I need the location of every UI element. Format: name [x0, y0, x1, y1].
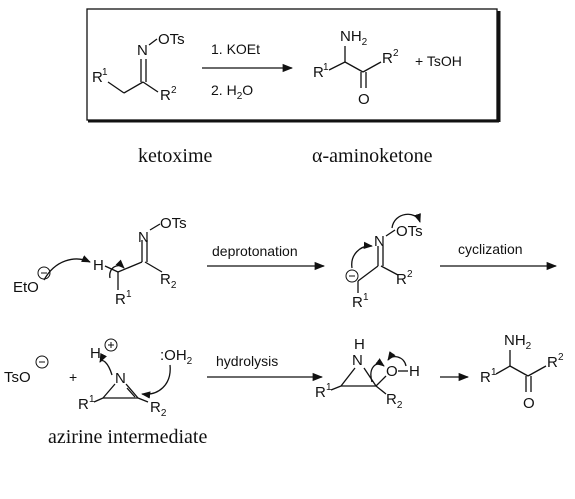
c-r1-bond	[328, 61, 346, 71]
hydroxyl-o-label: O	[386, 363, 398, 380]
step-1-label: 1. KOEt	[211, 41, 260, 57]
deprotonation-label: deprotonation	[212, 243, 298, 259]
row1-n-label: N	[138, 229, 149, 246]
anion-n-label: N	[374, 233, 385, 250]
n-o-bond	[148, 38, 158, 46]
hydroxyl-h-label: H	[409, 363, 420, 380]
anion-c-r2-bond	[380, 265, 399, 276]
step-2-label: 2. H2O	[211, 82, 253, 102]
oxime-nitrogen-label: N	[137, 42, 148, 59]
aminoketone-structure: NH2 R 1 R 2 O + TsOH	[313, 28, 462, 108]
aziridine-r2-label: R2	[386, 391, 403, 411]
byproduct-label: + TsOH	[415, 53, 462, 69]
curved-arrow-water-attack	[141, 364, 171, 399]
r1-superscript: 1	[102, 67, 108, 78]
final-nh2-label: NH2	[504, 332, 532, 352]
curved-arrow-ch-bond	[109, 259, 125, 279]
cyclization-label: cyclization	[458, 241, 523, 257]
azirine-cn-double	[126, 387, 136, 398]
r2-label: R	[160, 87, 171, 104]
ethoxide-label: EtO	[13, 279, 39, 296]
alpha-h-label: H	[93, 257, 104, 274]
ketoxime-structure: N OTs R 1 R 2	[92, 31, 185, 104]
aziridine-c-o-bond	[375, 375, 387, 387]
azirine-n-c2-bond	[125, 383, 139, 399]
anion-r1-label: R	[352, 294, 363, 311]
azirine-r1-bond	[93, 397, 104, 403]
azirine-r2-bond	[137, 397, 149, 403]
ketoxime-caption: ketoxime	[138, 145, 213, 167]
tosylate-label: TsO	[4, 369, 31, 386]
c-ch2-bond	[123, 81, 144, 94]
aziridine-r1-label: R	[315, 384, 326, 401]
aziridine-r1-bond	[330, 385, 342, 391]
azirine-n-c1-bond	[102, 383, 116, 399]
curved-arrow-ring-opening	[370, 358, 385, 383]
azirine-n-label: N	[115, 370, 126, 387]
ch2-r1-bond	[107, 81, 125, 94]
r2-superscript: 2	[171, 85, 177, 96]
curved-arrow-deprotonation	[43, 255, 91, 281]
curved-arrow-oh	[387, 351, 407, 367]
tosylate-charge-icon	[35, 355, 49, 369]
row1-ots-label: OTs	[160, 215, 187, 232]
aziridine-n-c1-bond	[340, 367, 356, 387]
mechanism-row-1: EtO H R 1 N OTs R2 deprotonation R 1 N	[13, 213, 558, 311]
anion-r2-label: R	[396, 271, 407, 288]
proton-label: H	[90, 345, 101, 362]
c-r2-bond	[142, 81, 159, 93]
water-label: :OH2	[160, 347, 193, 367]
anion-r1-superscript: 1	[363, 292, 369, 303]
final-r1-label: R	[480, 369, 491, 386]
c-r2-bond-row1	[144, 261, 163, 273]
r1-label: R	[92, 69, 103, 86]
azirine-r1-superscript: 1	[89, 394, 95, 405]
ch-c-bond	[117, 261, 143, 273]
product-r1-label: R	[313, 64, 324, 81]
final-c-co-bond	[509, 365, 529, 377]
aminoketone-caption: α-aminoketone	[312, 145, 433, 167]
product-r2-label: R	[382, 50, 393, 67]
curved-arrow-cyclization	[351, 241, 373, 269]
nh2-label: NH2	[340, 28, 368, 48]
azirine-caption: azirine intermediate	[48, 426, 207, 448]
final-co-r2-bond	[527, 365, 547, 377]
final-r1-superscript: 1	[491, 367, 497, 378]
hydrolysis-label: hydrolysis	[216, 353, 278, 369]
anion-ots-label: OTs	[396, 223, 423, 240]
azirine-r1-label: R	[78, 396, 89, 413]
c-co-bond	[344, 61, 364, 73]
aziridine-r1-superscript: 1	[326, 382, 332, 393]
plus-sign: +	[69, 369, 77, 385]
final-o-label: O	[523, 395, 535, 412]
co-r2-bond	[362, 61, 382, 73]
aziridine-h-label: H	[354, 336, 365, 353]
row1-r1-superscript: 1	[126, 289, 132, 300]
curved-arrow-leaving-group	[391, 213, 421, 229]
final-r2-label: R	[547, 354, 558, 371]
carbonyl-o-label: O	[358, 91, 370, 108]
final-r2-superscript: 2	[558, 352, 564, 363]
anion-n-o-bond	[385, 229, 396, 237]
positive-charge-icon	[104, 338, 118, 352]
final-c-r1-bond	[495, 365, 511, 375]
mechanism-row-2: TsO + H N R 1 R2 :OH2 azirine intermedia…	[4, 332, 564, 448]
aziridine-n-label: N	[352, 352, 363, 369]
overview-box	[86, 8, 501, 123]
overview-conditions: 1. KOEt 2. H2O	[202, 41, 294, 102]
product-r2-superscript: 2	[393, 48, 399, 59]
product-r1-superscript: 1	[323, 62, 329, 73]
aziridine-r2-bond	[375, 385, 387, 395]
carbanion-charge-icon	[345, 269, 359, 283]
row1-r1-label: R	[115, 291, 126, 308]
row1-r2-label: R2	[160, 271, 177, 291]
curved-arrow-protonation	[99, 353, 113, 376]
row1-n-o-bond	[149, 223, 161, 231]
azirine-r2-label: R2	[150, 399, 167, 419]
anion-c-c-bond	[357, 265, 379, 282]
aziridine-n-c2-bond	[363, 367, 377, 387]
ots-label: OTs	[158, 31, 185, 48]
anion-r2-superscript: 2	[407, 269, 413, 280]
